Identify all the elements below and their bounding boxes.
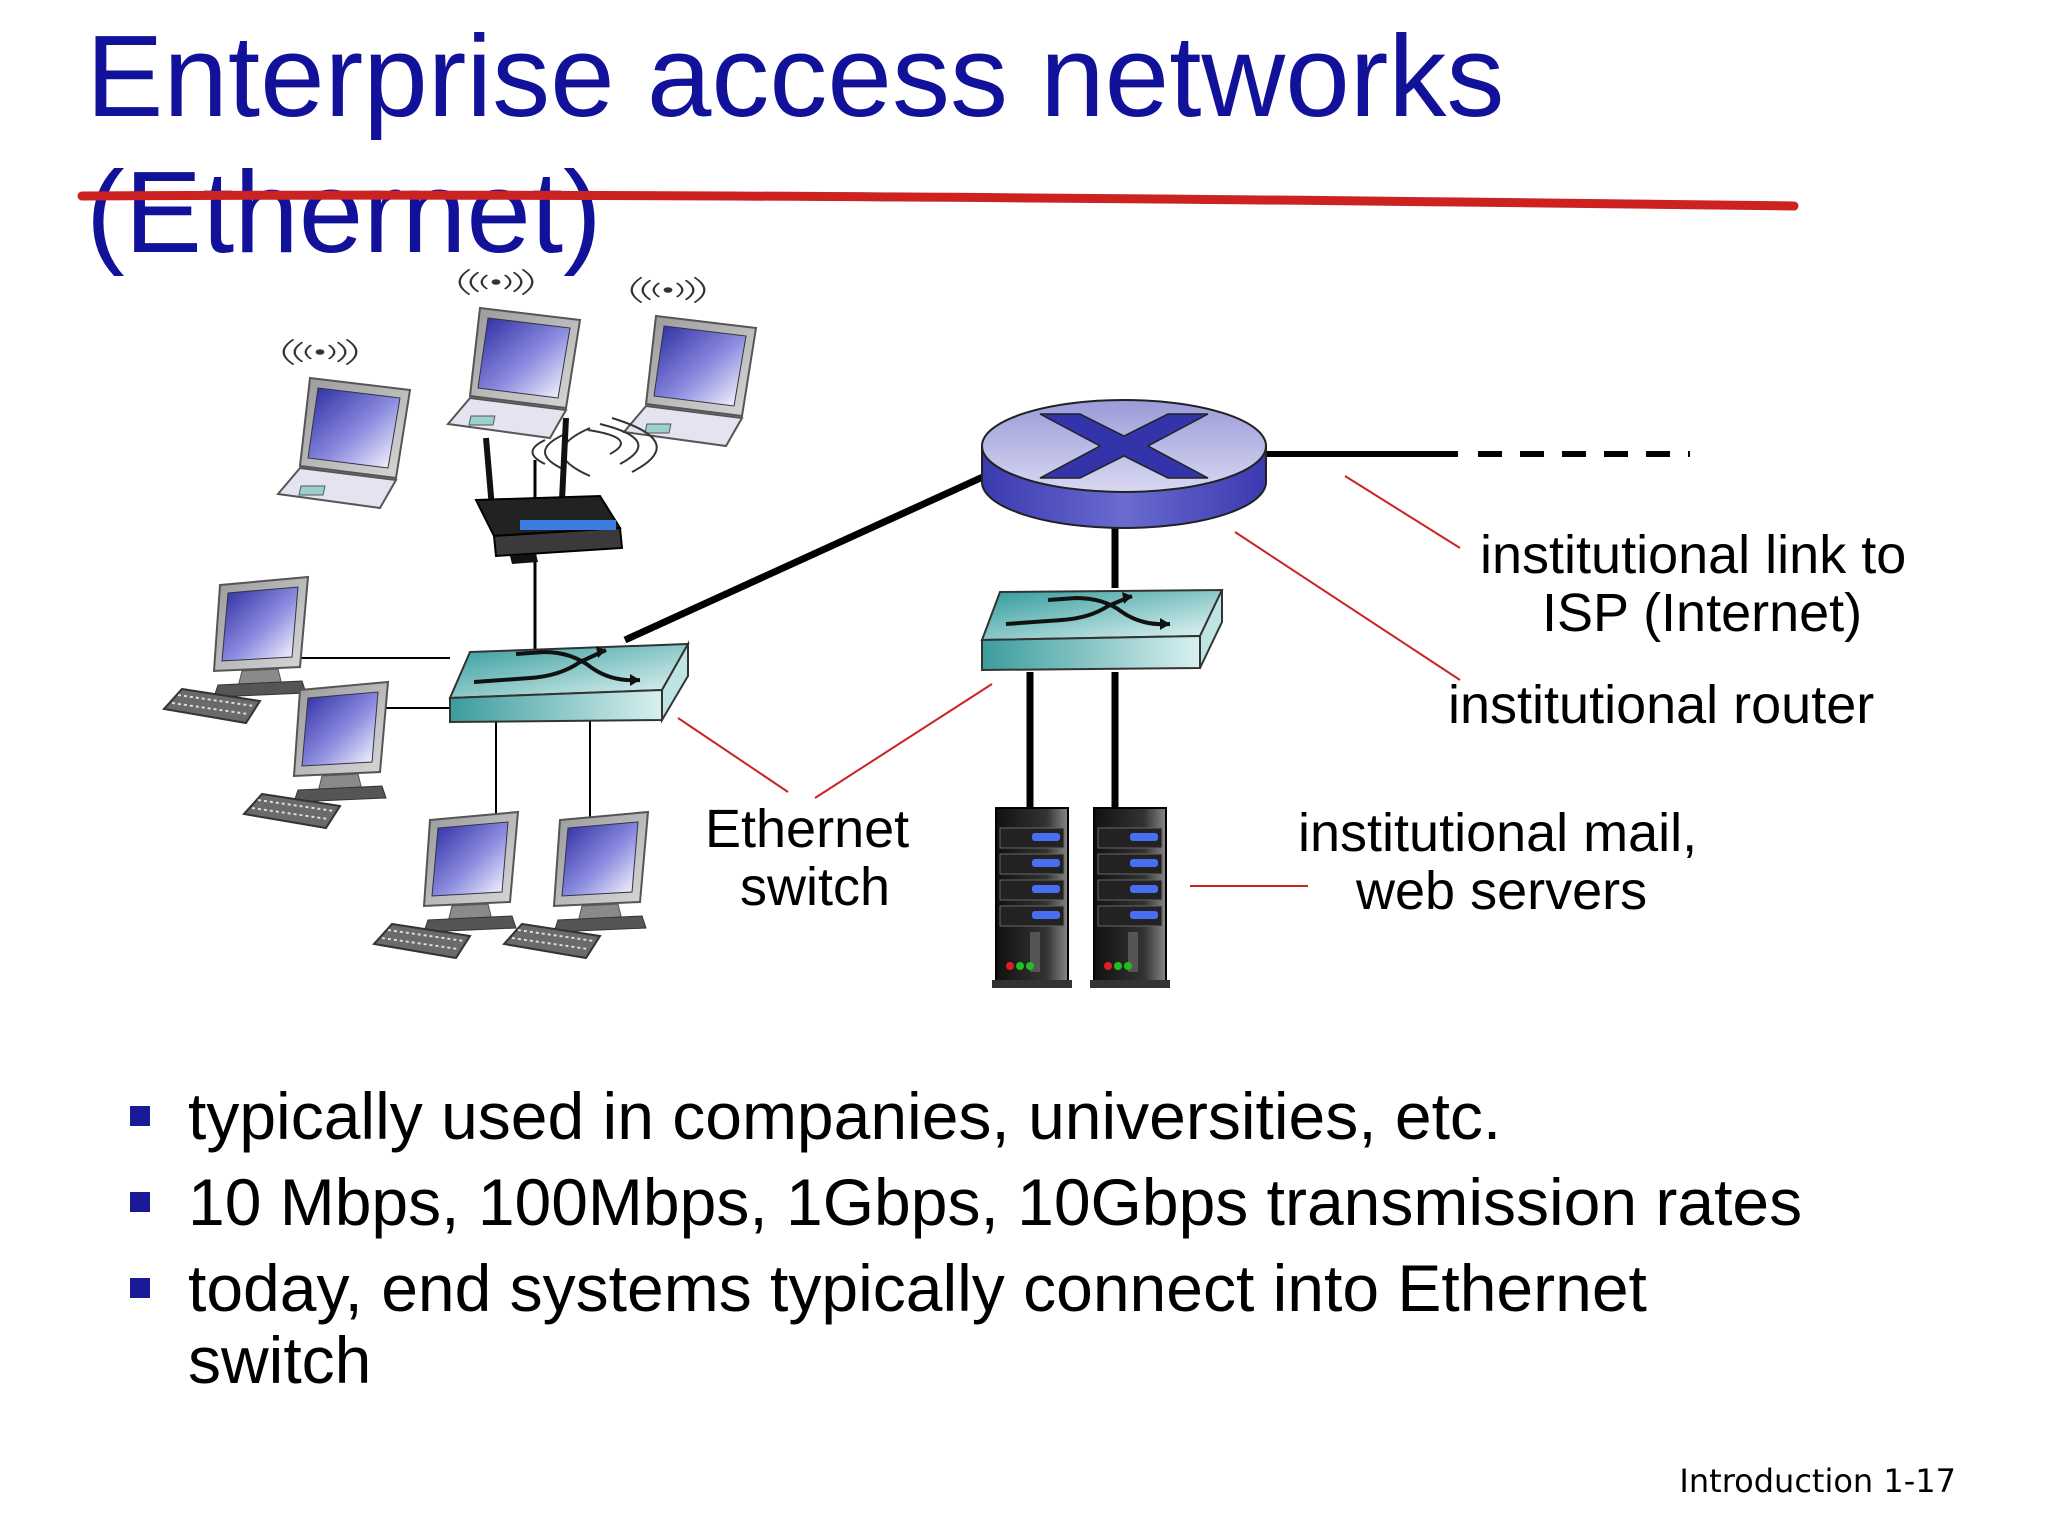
label-institutional-router: institutional router: [1448, 675, 1875, 735]
label-isp-link-line2: ISP (Internet): [1542, 583, 1863, 643]
bullet-item-3: today, end systems typically connect int…: [120, 1252, 1848, 1396]
bullet-marker: [130, 1278, 150, 1298]
label-isp-link-line1: institutional link to: [1480, 525, 1907, 585]
label-ethernet-switch-line1: Ethernet: [705, 799, 910, 859]
bullet-item-2: 10 Mbps, 100Mbps, 1Gbps, 10Gbps transmis…: [120, 1166, 1970, 1238]
wireless-laptop-left: [277, 338, 411, 509]
title-strikethrough: [77, 190, 1799, 211]
wireless-access-point: [474, 417, 658, 564]
mail-server: [991, 807, 1073, 989]
wireless-laptop-right: [623, 276, 757, 447]
desktop-pc-3: [373, 811, 519, 959]
callout-lines: [677, 475, 1461, 887]
bullet-text: typically used in companies, universitie…: [188, 1079, 1502, 1153]
bullet-marker: [130, 1192, 150, 1212]
bullet-item-1: typically used in companies, universitie…: [120, 1080, 1970, 1152]
bullet-list: typically used in companies, universitie…: [120, 1080, 1970, 1410]
bullet-text: today, end systems typically connect int…: [188, 1251, 1647, 1397]
label-ethernet-switch-line2: switch: [740, 857, 891, 917]
label-isp-link: institutional link to: [1480, 526, 1906, 584]
label-servers-line2: web servers: [1356, 861, 1648, 921]
slide-footer: Introduction 1-17: [1679, 1462, 1956, 1500]
slide-title: Enterprise access networks (Ethernet): [86, 8, 1504, 280]
label-servers-line1: institutional mail,: [1298, 803, 1698, 863]
ethernet-switch-right: [980, 588, 1224, 672]
title-line-1: Enterprise access networks: [86, 11, 1505, 141]
wireless-laptop-middle: [447, 268, 581, 439]
desktop-pc-2: [243, 681, 389, 829]
label-isp-link-2: ISP (Internet): [1542, 584, 1862, 642]
desktop-pc-4: [503, 811, 649, 959]
desktop-pc-1: [163, 576, 309, 724]
cables: [275, 451, 1690, 830]
bullet-text: 10 Mbps, 100Mbps, 1Gbps, 10Gbps transmis…: [188, 1165, 1803, 1239]
bullet-marker: [130, 1106, 150, 1126]
ethernet-switch-left: [448, 640, 690, 724]
title-line-2: (Ethernet): [86, 147, 602, 277]
institutional-router: [981, 399, 1267, 529]
web-server: [1089, 807, 1171, 989]
